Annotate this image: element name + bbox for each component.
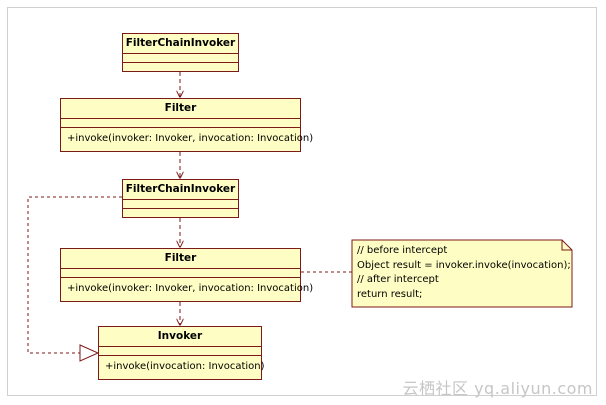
class-attributes [123, 54, 238, 63]
note: // before intercept Object result = invo… [357, 244, 571, 302]
class-operation: +invoke(invoker: Invoker, invocation: In… [67, 133, 314, 144]
watermark: 云栖社区 yq.aliyun.com [402, 379, 593, 398]
note-line: // before intercept [357, 245, 448, 256]
note-line: Object result = invoker.invoke(invocatio… [357, 259, 571, 271]
class-attributes [61, 119, 300, 128]
class-operations [123, 209, 238, 216]
class-name: FilterChainInvoker [123, 180, 238, 200]
note-line: // after intercept [357, 274, 439, 285]
realization-triangle [79, 344, 100, 362]
class-invoker: Invoker +invoke(invocation: Invocation) [98, 326, 265, 380]
diagram-frame [7, 7, 597, 396]
class-filter-chain-invoker-bottom: FilterChainInvoker [122, 179, 239, 218]
class-filter-top: Filter +invoke(invoker: Invoker, invocat… [60, 98, 314, 152]
class-name: Invoker [99, 327, 261, 347]
class-attributes [61, 269, 300, 278]
class-filter-chain-invoker-top: FilterChainInvoker [122, 33, 239, 72]
class-attributes [99, 347, 261, 356]
class-name: Filter [61, 249, 300, 269]
class-operation: +invoke(invoker: Invoker, invocation: In… [67, 283, 314, 294]
note-shape [351, 239, 573, 308]
class-attributes [123, 200, 238, 209]
note-fold [561, 240, 572, 251]
realization-edge [27, 196, 122, 354]
note-line: return result; [357, 288, 423, 300]
class-operation: +invoke(invocation: Invocation) [105, 361, 265, 372]
class-name: Filter [61, 99, 300, 119]
class-filter-bottom: Filter +invoke(invoker: Invoker, invocat… [60, 248, 314, 302]
class-operations [123, 63, 238, 70]
class-name: FilterChainInvoker [123, 34, 238, 54]
